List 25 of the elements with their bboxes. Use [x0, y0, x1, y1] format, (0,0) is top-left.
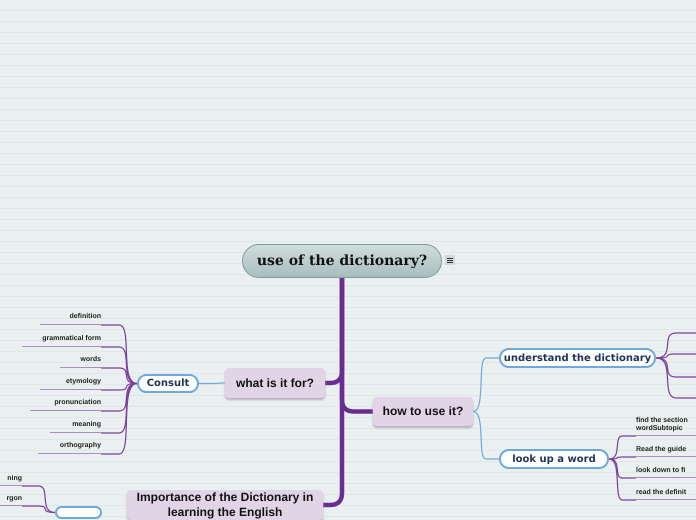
connector-line — [101, 346, 138, 384]
connector-line — [101, 382, 138, 455]
connector-line — [101, 382, 138, 434]
main-topic: Importance of the Dictionary in learning the English — [127, 490, 323, 520]
connector-line — [22, 505, 56, 514]
connector-line — [199, 382, 225, 384]
connector-line — [101, 382, 138, 412]
connector-line — [608, 458, 636, 501]
connector-line — [101, 367, 138, 384]
connector-line — [472, 410, 499, 460]
subtopic — [55, 506, 102, 519]
connector-line — [472, 357, 499, 412]
connector-line — [609, 456, 636, 460]
central-topic: use of the dictionary? — [242, 244, 442, 278]
connector-line — [656, 332, 696, 359]
connector-line — [656, 357, 696, 399]
subtopic: look up a word — [499, 449, 609, 469]
main-topic: what is it for? — [225, 368, 325, 398]
connector-line — [608, 435, 636, 460]
main-topic: how to use it? — [373, 397, 473, 426]
connector-line — [101, 324, 138, 384]
subtopic: Consult — [137, 374, 199, 393]
subtopic: understand the dictionary — [499, 348, 656, 368]
connector-line — [608, 458, 636, 479]
connector-line — [22, 485, 56, 514]
